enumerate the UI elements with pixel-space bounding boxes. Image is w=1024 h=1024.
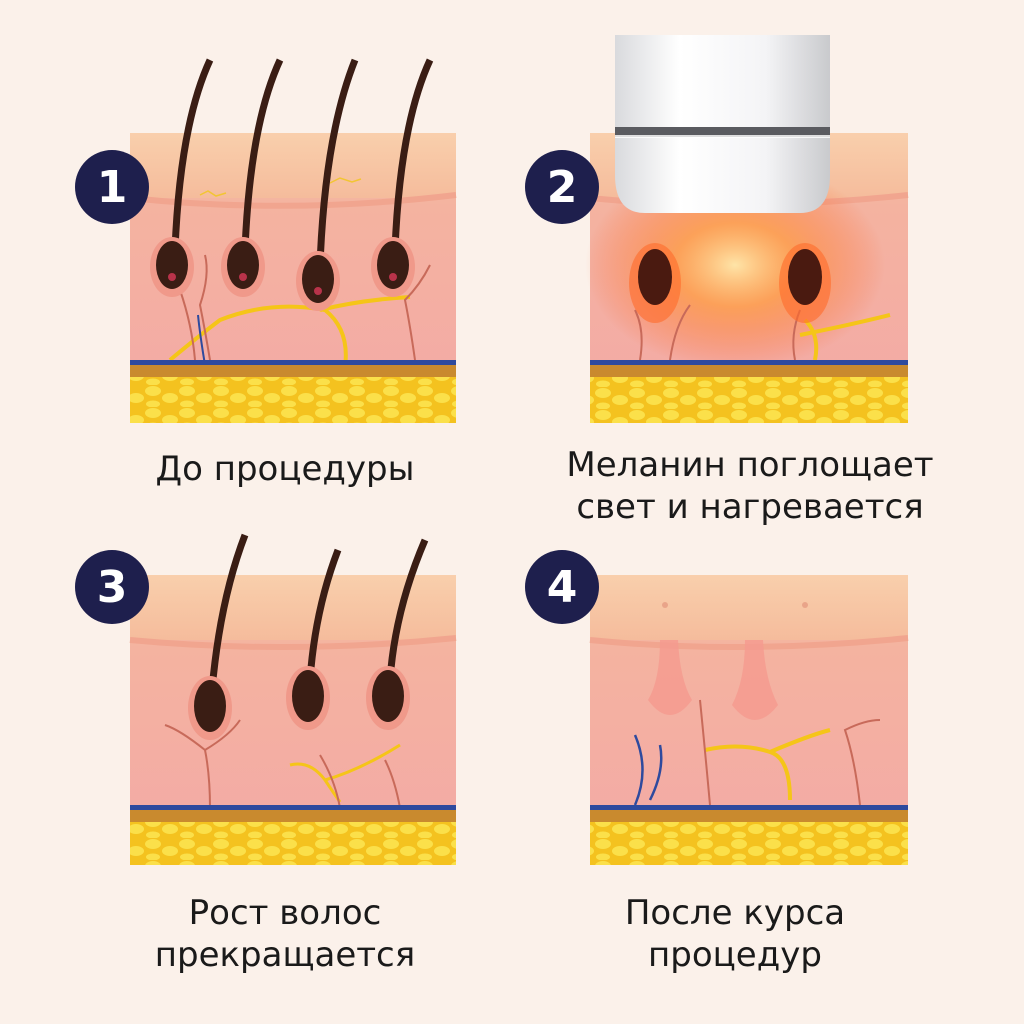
step-number-badge: 1 bbox=[75, 150, 149, 224]
caption-line: свет и нагревается bbox=[576, 487, 924, 527]
vein bbox=[633, 734, 663, 806]
fat-layer bbox=[590, 822, 908, 865]
caption-line: прекращается bbox=[154, 935, 416, 975]
hair-follicle bbox=[371, 58, 434, 297]
step-caption: После курса процедур bbox=[560, 892, 910, 976]
skin-diagram-stopped bbox=[129, 533, 457, 865]
nerve bbox=[168, 295, 411, 368]
fat-layer bbox=[130, 377, 456, 423]
laser-device bbox=[615, 35, 830, 213]
step-number-badge: 3 bbox=[75, 550, 149, 624]
empty-follicle bbox=[732, 640, 778, 720]
step-caption: Меланин поглощает свет и нагревается bbox=[540, 444, 960, 528]
heated-follicle bbox=[629, 243, 681, 323]
nerve bbox=[704, 728, 831, 801]
step-caption: До процедуры bbox=[110, 448, 460, 490]
panel-step-4: 4 bbox=[525, 530, 910, 870]
caption-line: Рост волос bbox=[188, 893, 382, 933]
skin-diagram-after bbox=[589, 575, 909, 865]
hair-follicle bbox=[366, 538, 429, 730]
heated-follicle bbox=[779, 243, 831, 323]
fat-layer bbox=[130, 822, 456, 865]
caption-line: После курса bbox=[624, 893, 846, 933]
step-caption: Рост волос прекращается bbox=[110, 892, 460, 976]
step-number-badge: 4 bbox=[525, 550, 599, 624]
hair-follicle bbox=[188, 533, 249, 740]
hair-follicle bbox=[296, 58, 359, 311]
step-number-badge: 2 bbox=[525, 150, 599, 224]
hair-follicle bbox=[221, 58, 284, 297]
panel-step-3: 3 bbox=[75, 530, 460, 870]
panel-step-2: 2 bbox=[525, 35, 910, 430]
hair-follicle bbox=[150, 58, 214, 297]
panel-step-1: 1 bbox=[75, 55, 460, 430]
epidermis bbox=[590, 575, 908, 640]
skin-diagram-before bbox=[129, 58, 457, 423]
caption-line: процедур bbox=[648, 935, 822, 975]
hair-follicle bbox=[286, 548, 342, 730]
caption-line: До процедуры bbox=[155, 449, 415, 489]
empty-follicle bbox=[648, 640, 692, 715]
caption-line: Меланин поглощает bbox=[566, 445, 934, 485]
skin-diagram-light bbox=[585, 35, 909, 423]
fat-layer bbox=[590, 377, 908, 423]
